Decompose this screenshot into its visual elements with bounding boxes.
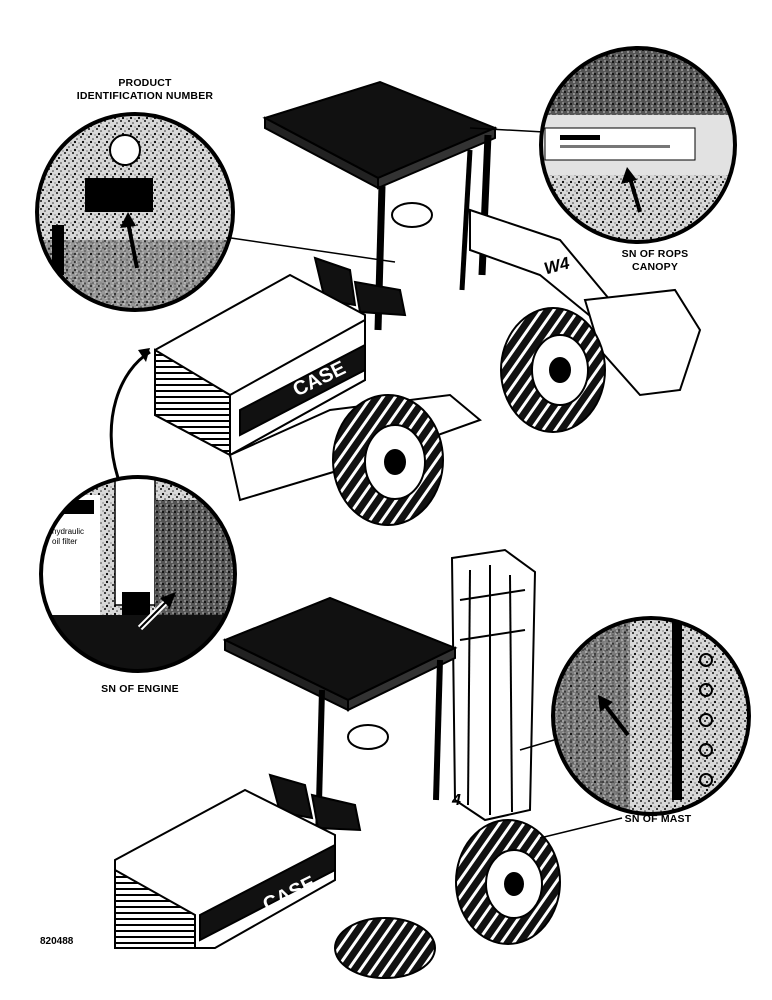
- label-product-line1: PRODUCT: [118, 77, 172, 89]
- label-product-identification-number: PRODUCT IDENTIFICATION NUMBER: [60, 77, 230, 103]
- label-product-line2: IDENTIFICATION NUMBER: [76, 90, 214, 102]
- detail-rops-canopy: [539, 46, 737, 244]
- loader-machine: CASE W4: [154, 80, 702, 526]
- engine-tag-line1: hydraulic: [52, 527, 84, 536]
- detail-product-identification: [35, 112, 235, 312]
- label-sn-mast: SN OF MAST: [624, 813, 692, 825]
- figure-number: 820488: [40, 936, 74, 947]
- label-rops-line1: SN OF ROPS: [621, 248, 689, 260]
- engine-tag-line2: oil filter: [52, 537, 78, 546]
- leader-lines: [109, 127, 623, 839]
- label-sn-rops-canopy: SN OF ROPS CANOPY: [600, 248, 710, 274]
- forklift-machine: CASE 4: [114, 548, 561, 979]
- bottom-canopy-roof: [222, 596, 458, 702]
- forklift-mast: [450, 548, 537, 822]
- label-rops-line2: CANOPY: [631, 261, 679, 273]
- detail-engine: hydraulic oil filter: [39, 475, 237, 673]
- bottom-model-decal: 4: [451, 792, 461, 809]
- label-sn-engine: SN OF ENGINE: [101, 683, 179, 695]
- detail-mast: [551, 616, 751, 816]
- top-canopy-roof: [262, 80, 498, 180]
